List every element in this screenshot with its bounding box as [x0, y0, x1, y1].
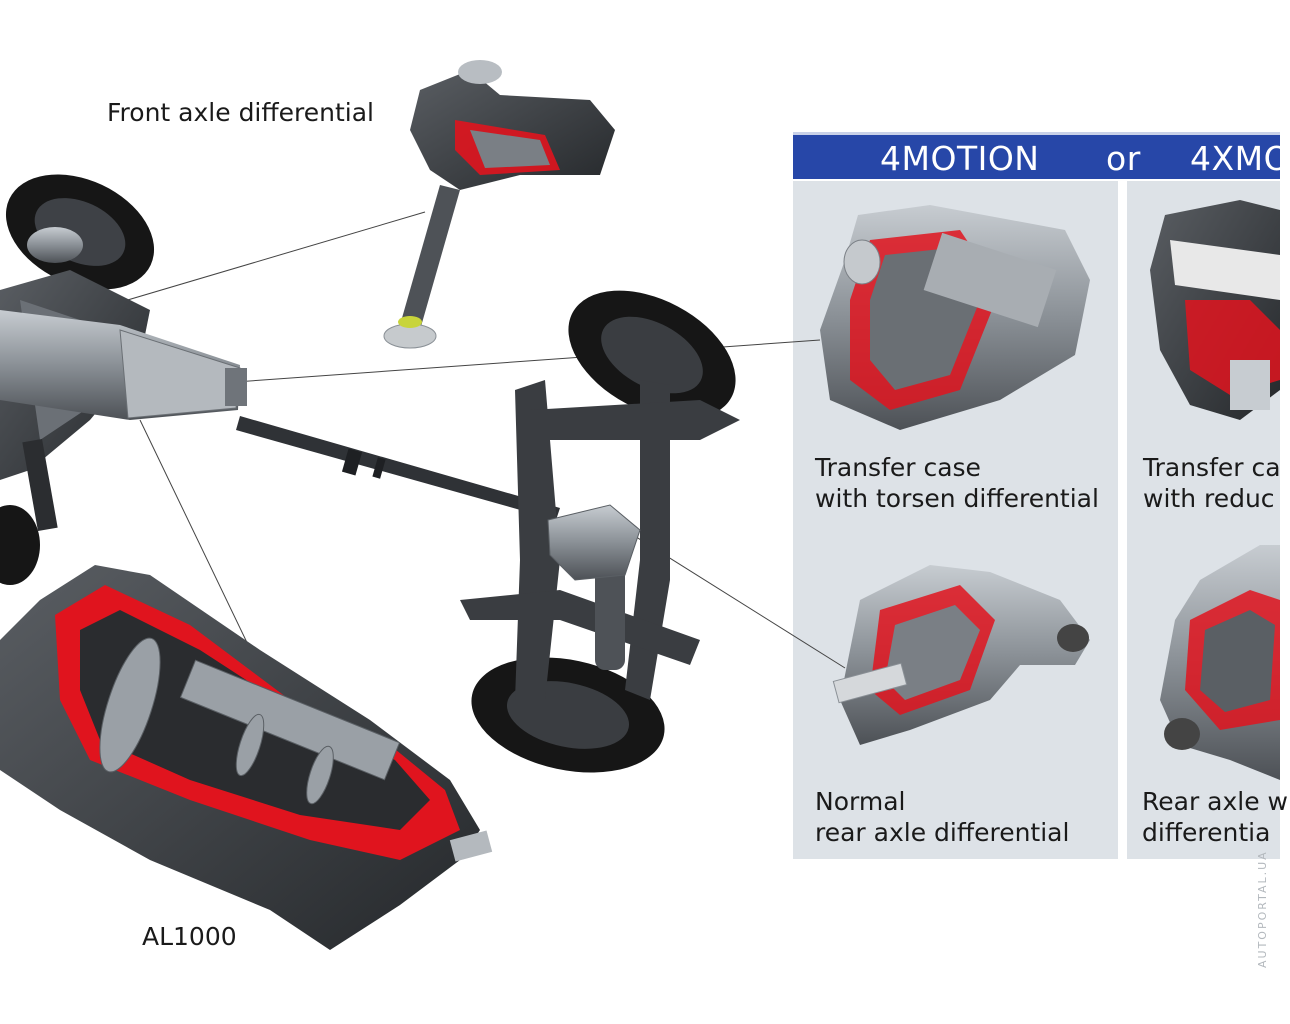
drive-system-banner: 4MOTION or 4XMO — [793, 132, 1290, 179]
rear-differential — [547, 504, 641, 581]
al1000-transmission — [0, 565, 493, 950]
rear-differential-normal-image — [832, 565, 1090, 745]
transfer-case-torsen-image — [820, 205, 1090, 430]
front-axle-differential — [383, 60, 615, 349]
rear-subframe — [460, 380, 740, 700]
rear-wheel-top — [568, 290, 736, 420]
banner-conjunction: or — [1106, 139, 1141, 178]
rear-locking-label-line1: Rear axle w — [1142, 787, 1289, 816]
rear-differential-locking-image — [1160, 545, 1280, 780]
al1000-label: AL1000 — [142, 922, 237, 951]
rear-locking-label-line2: differentia — [1142, 818, 1271, 847]
transfer-case-reduction-image — [1150, 200, 1280, 420]
right-panel-labels: Transfer ca with reduc Rear axle w diffe… — [1127, 181, 1288, 859]
propeller-shaft — [236, 416, 560, 520]
transfer-torsen-label: Transfer case with torsen differential — [815, 453, 1099, 513]
front-wheel-top — [5, 174, 155, 290]
front-axle-label: Front axle differential — [107, 98, 374, 127]
banner-option-b: 4XMO — [1190, 139, 1290, 178]
front-wheel-bottom — [0, 505, 40, 585]
gearbox-housing — [0, 310, 247, 420]
banner-option-a: 4MOTION — [880, 139, 1040, 178]
transfer-reduction-label-line1: Transfer ca — [1143, 453, 1281, 482]
transfer-reduction-label-line2: with reduc — [1143, 484, 1275, 513]
rear-normal-label: Normal rear axle differential — [815, 787, 1070, 847]
watermark: AUTOPORTAL.UA — [1256, 850, 1269, 968]
